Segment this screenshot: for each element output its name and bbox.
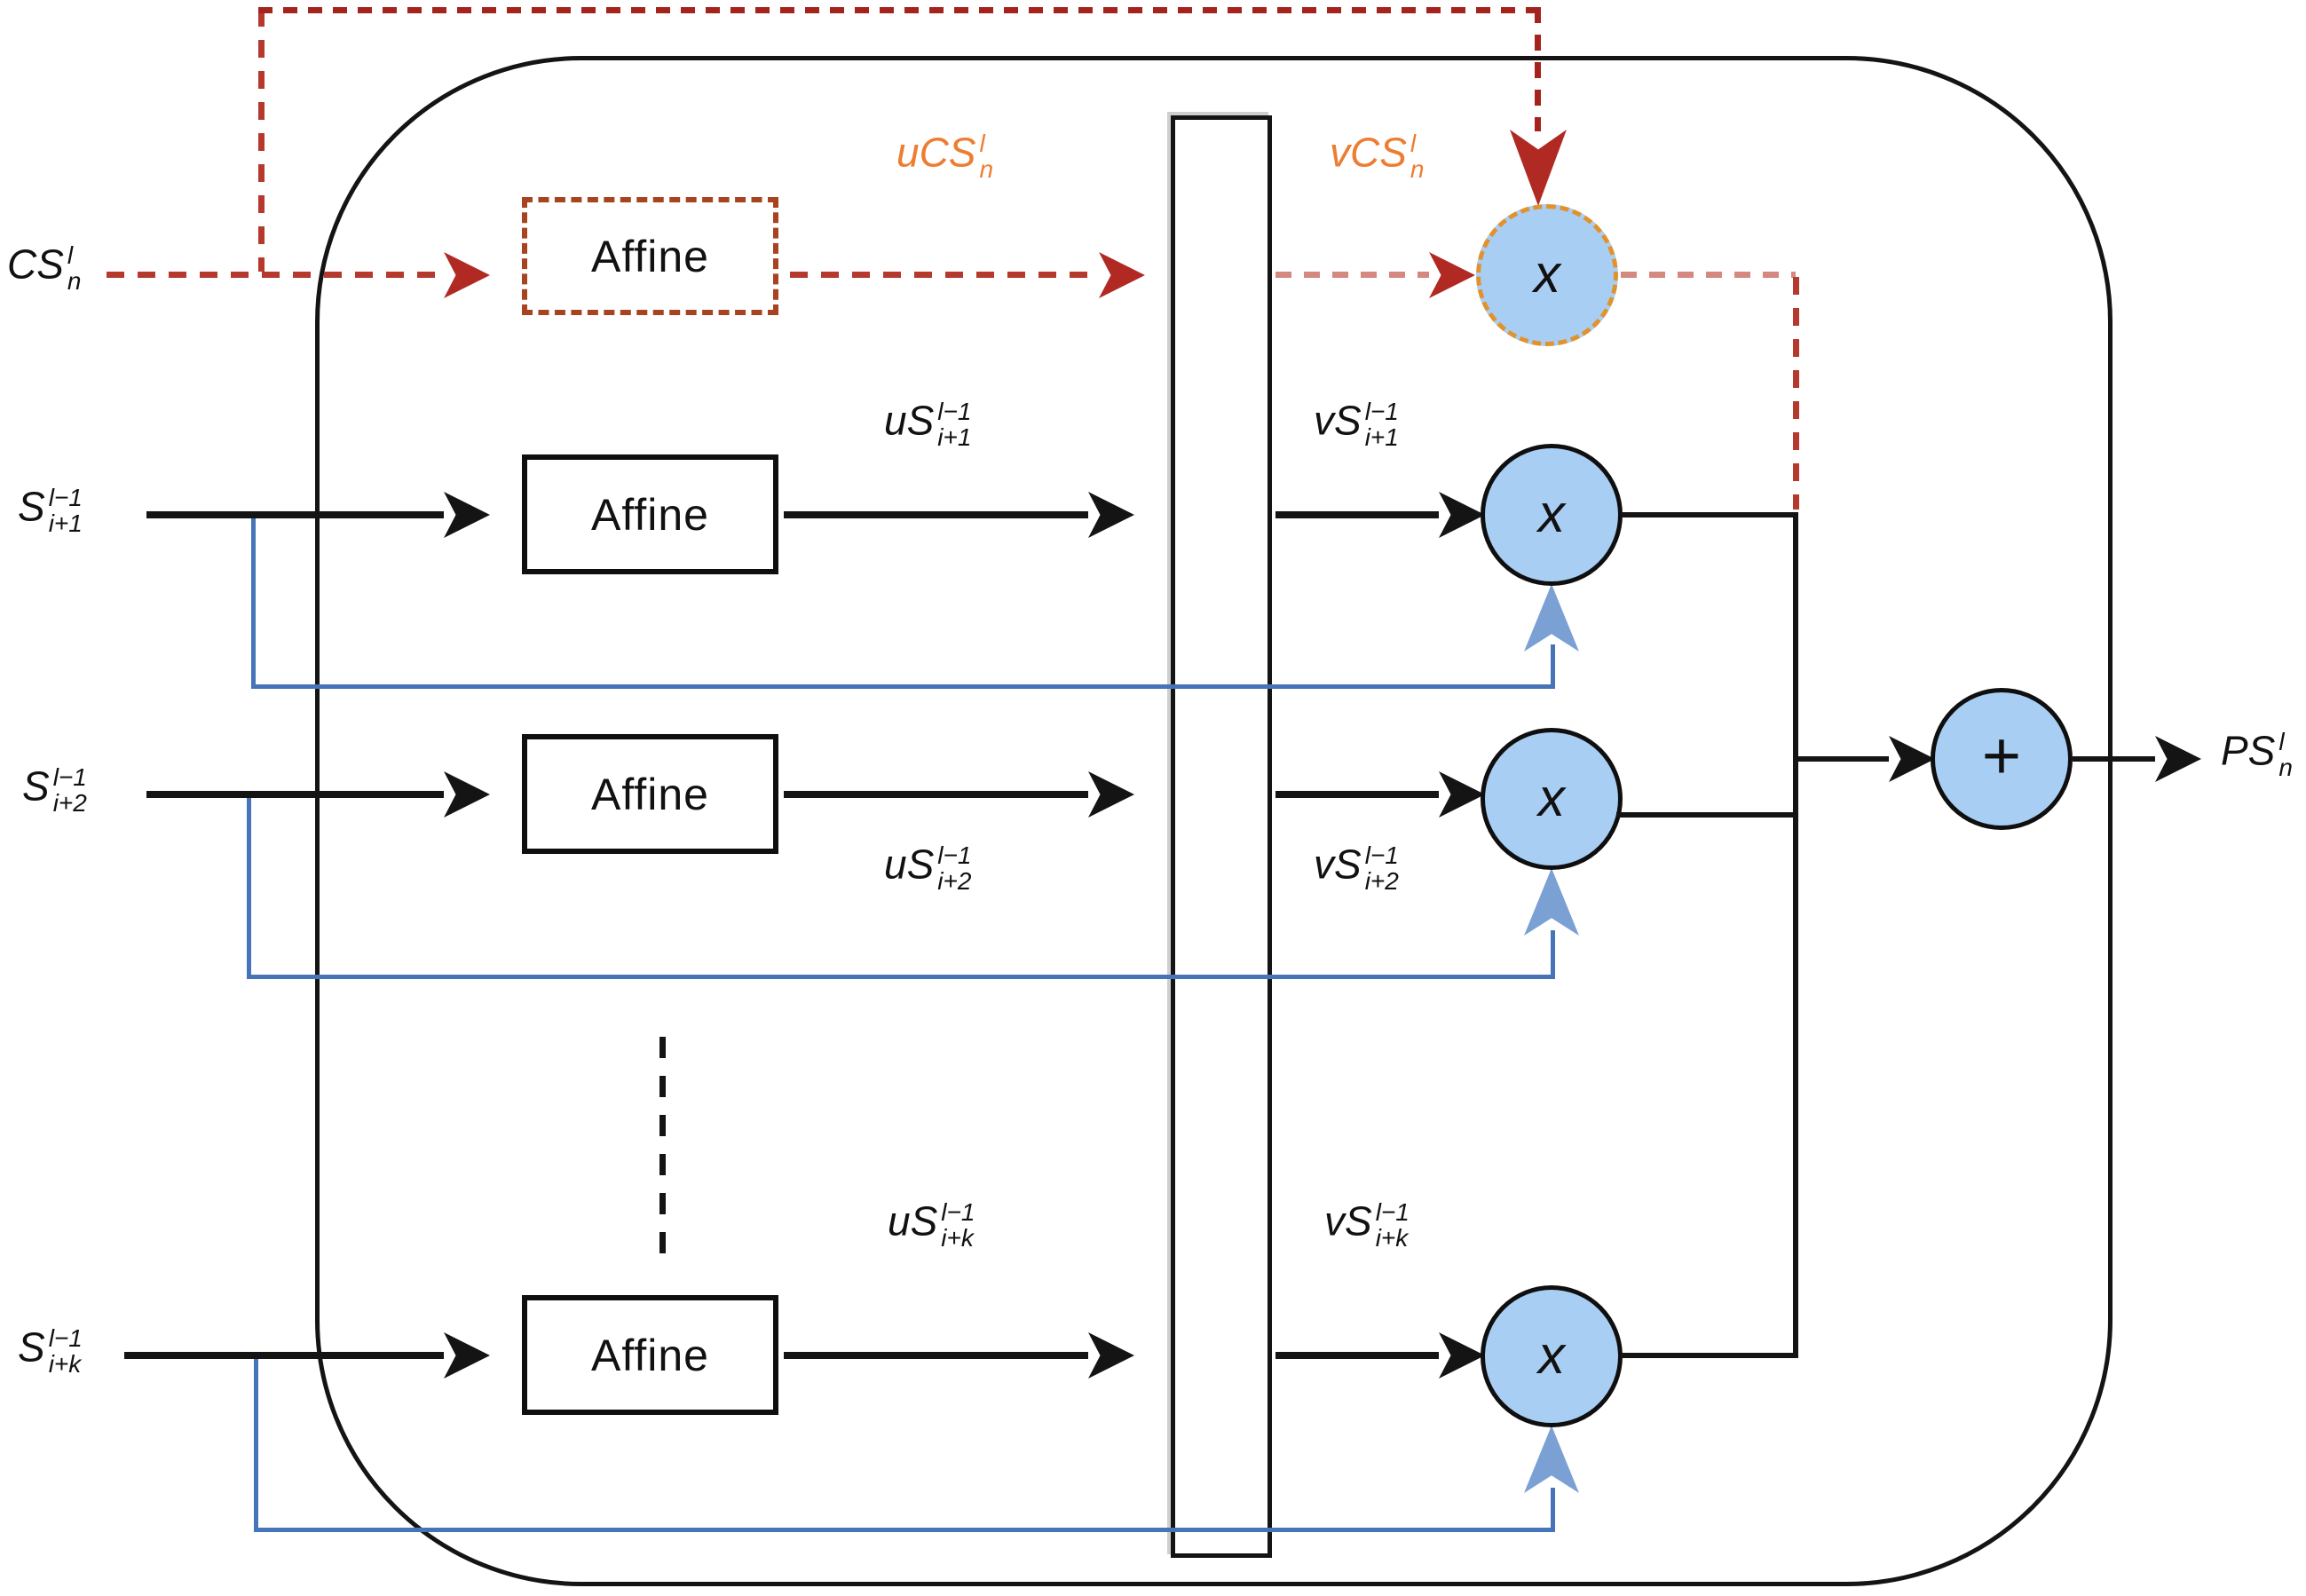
context-dashed-line-to-multiply (1275, 272, 1429, 278)
context-affine-box-label: Affine (591, 231, 709, 281)
container-boundary (315, 56, 2113, 1586)
context-loop-top-horizontal-dashed (258, 7, 1541, 13)
context-multiply-operator: x (1534, 243, 1560, 304)
row1-blue-branch-vertical (251, 518, 256, 689)
row2-affine-box: Affine (522, 734, 778, 854)
row3-blue-riser (1551, 1488, 1555, 1532)
context-dashed-line-to-affine (107, 272, 444, 278)
row2-blue-branch-vertical (247, 798, 251, 979)
output-line (2073, 756, 2155, 762)
collector-vertical-line (1793, 512, 1798, 1358)
row3-blue-horizontal (254, 1528, 1555, 1532)
row1-affine-box-label: Affine (591, 489, 709, 540)
sum-operator: + (1981, 717, 2022, 794)
context-multiply-node: x (1476, 204, 1618, 346)
context-dashed-line-to-bar (790, 272, 1099, 278)
row2-blue-horizontal (247, 975, 1555, 979)
row3-multiply-operator: x (1538, 1324, 1565, 1385)
row3-input-line (124, 1352, 444, 1359)
row2-blue-riser (1551, 930, 1555, 979)
column-bar (1171, 115, 1272, 1558)
row1-blue-horizontal (251, 684, 1555, 689)
row1-input-line (146, 511, 444, 518)
row2-input-line (146, 791, 444, 798)
row3-multiply-node: x (1481, 1285, 1623, 1427)
row1-blue-riser (1551, 644, 1555, 689)
context-loop-left-vertical-dashed (258, 9, 265, 272)
context-product-dashed-vertical (1793, 277, 1799, 510)
output-arrowhead-icon (2155, 736, 2201, 782)
row2-affine-box-label: Affine (591, 769, 709, 819)
row3-v-line (1275, 1352, 1439, 1359)
row1-v-line (1275, 511, 1439, 518)
rows-ellipsis-dashed-line (659, 1037, 666, 1271)
row1-u-line (784, 511, 1088, 518)
row2-multiply-operator: x (1538, 767, 1565, 827)
row3-u-line (784, 1352, 1088, 1359)
row3-affine-box-label: Affine (591, 1330, 709, 1380)
row3-affine-box: Affine (522, 1295, 778, 1415)
context-affine-box: Affine (522, 197, 778, 315)
row1-multiply-operator: x (1538, 483, 1565, 543)
row2-multiply-node: x (1481, 728, 1623, 870)
context-loop-right-vertical-dashed (1535, 7, 1541, 131)
row2-output-line (1616, 812, 1798, 818)
row1-output-line (1621, 512, 1798, 518)
row1-affine-box: Affine (522, 454, 778, 574)
sum-input-line (1798, 756, 1889, 762)
row2-u-line (784, 791, 1088, 798)
row3-blue-branch-vertical (254, 1359, 258, 1531)
context-product-dashed-horizontal (1621, 272, 1796, 278)
sum-node: + (1931, 688, 2073, 830)
row2-v-line (1275, 791, 1439, 798)
row1-multiply-node: x (1481, 444, 1623, 586)
row3-output-line (1621, 1353, 1798, 1358)
